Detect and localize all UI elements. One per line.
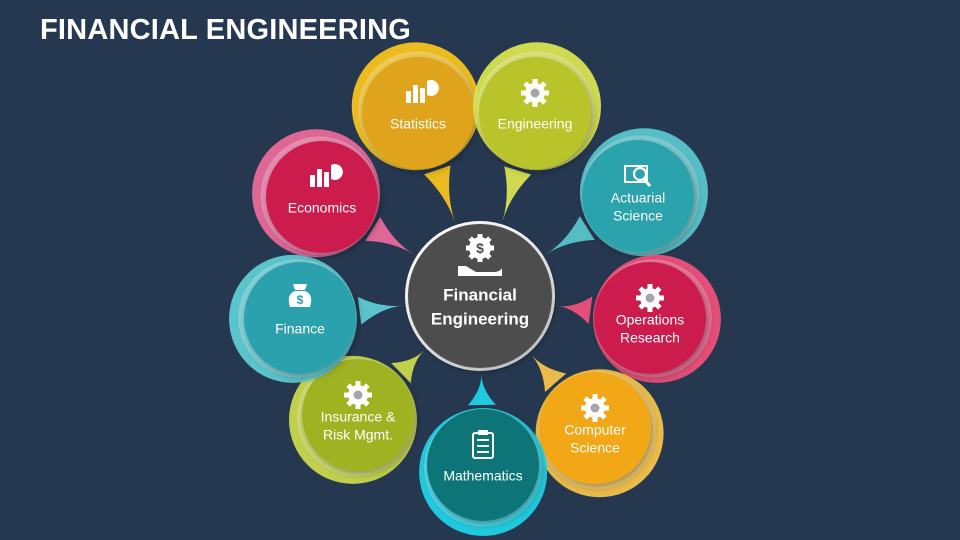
center-label: Financial bbox=[443, 285, 517, 304]
connector-mathematics bbox=[467, 373, 496, 406]
node-label: Research bbox=[620, 330, 680, 346]
node-label: Engineering bbox=[498, 116, 573, 132]
connector-finance bbox=[357, 296, 403, 325]
node-economics: Economics bbox=[252, 129, 381, 258]
engineering-gear-icon bbox=[521, 79, 549, 107]
node-label: Risk Mgmt. bbox=[323, 427, 393, 443]
finance-money-bag-icon: $ bbox=[288, 284, 312, 307]
economics-chart-icon bbox=[310, 164, 343, 187]
node-label: Economics bbox=[288, 200, 356, 216]
node-finance: $ Finance bbox=[229, 254, 358, 383]
connector-insurance-risk bbox=[391, 350, 425, 384]
insurance-risk-gear-icon bbox=[344, 381, 372, 409]
money-hand-gear-icon: $ bbox=[458, 234, 502, 276]
connector-actuarial-science bbox=[545, 216, 595, 255]
node-insurance-risk: Insurance & Risk Mgmt. bbox=[288, 355, 417, 484]
mathematics-clipboard-icon bbox=[472, 430, 494, 459]
connector-statistics bbox=[423, 165, 455, 223]
statistics-chart-icon bbox=[406, 80, 439, 103]
connectors bbox=[357, 165, 595, 406]
node-label: Insurance & bbox=[321, 409, 396, 425]
node-label: Science bbox=[570, 440, 620, 456]
node-engineering: Engineering bbox=[473, 42, 602, 171]
node-label: Science bbox=[613, 208, 663, 224]
node-label: Mathematics bbox=[443, 468, 522, 484]
connector-computer-science bbox=[531, 354, 567, 392]
node-label: Finance bbox=[275, 321, 325, 337]
svg-text:$: $ bbox=[476, 240, 484, 256]
node-mathematics: Mathematics bbox=[419, 407, 548, 536]
node-statistics: Statistics bbox=[351, 42, 480, 171]
connector-engineering bbox=[502, 166, 532, 222]
computer-gear-icon bbox=[581, 394, 609, 422]
node-label: Operations bbox=[616, 312, 684, 328]
center-label: Engineering bbox=[431, 309, 529, 328]
svg-text:$: $ bbox=[297, 293, 304, 307]
actuarial-magnifier-icon bbox=[624, 165, 652, 187]
node-label: Statistics bbox=[390, 116, 446, 132]
connector-economics bbox=[365, 216, 414, 255]
node-label: Actuarial bbox=[611, 190, 665, 206]
page-title: FINANCIAL ENGINEERING bbox=[40, 14, 412, 46]
operations-gears-icon bbox=[636, 284, 664, 312]
node-label: Computer bbox=[564, 422, 626, 438]
connector-operations-research bbox=[557, 296, 593, 325]
